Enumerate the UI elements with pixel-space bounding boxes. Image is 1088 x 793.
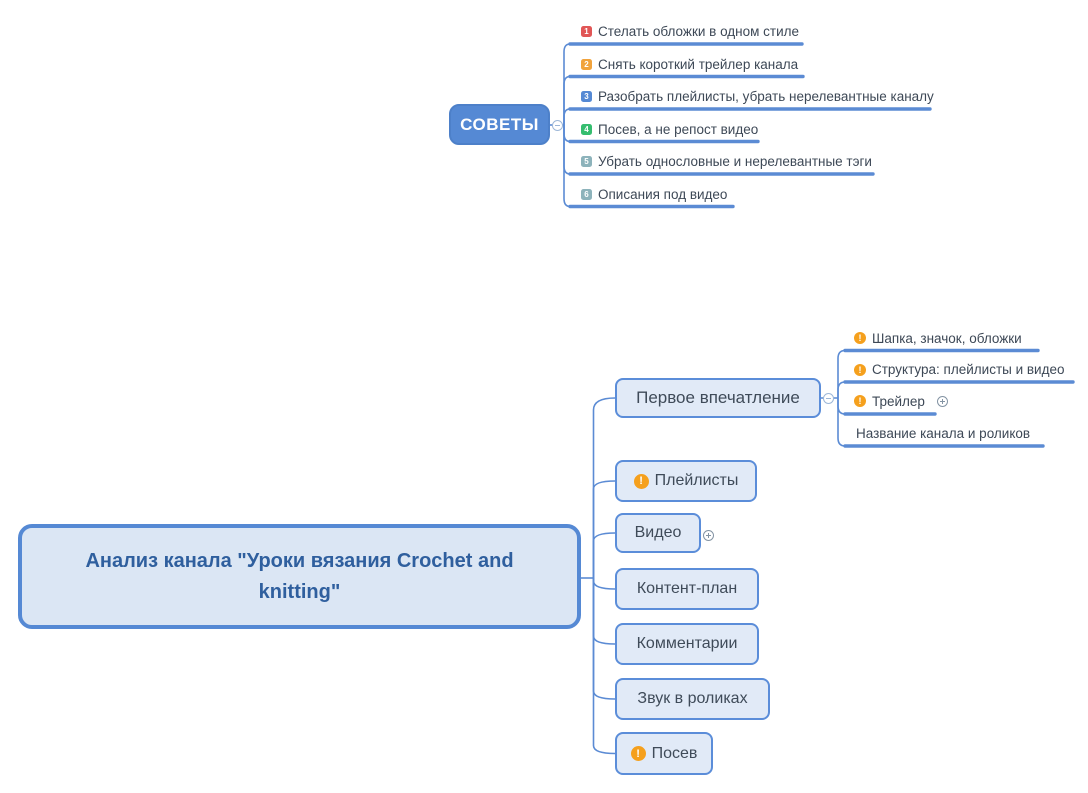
tip-item-4[interactable]: 4 Посев, а не репост видео [581,118,758,140]
branch-label: Первое впечатление [636,388,800,407]
branch-playlists[interactable]: ! Плейлисты [615,460,757,502]
tip-label: Убрать однословные и нерелевантные тэги [598,154,872,169]
tip-label: Разобрать плейлисты, убрать нерелевантны… [598,89,934,104]
first-impression-item-3[interactable]: ! Трейлер [854,390,925,412]
tip-label: Посев, а не репост видео [598,121,759,137]
tip-label: Описания под видео [598,186,728,202]
branch-first-impression[interactable]: Первое впечатление [615,378,821,418]
branch-comments[interactable]: Комментарии [615,623,759,665]
first-impression-item-1[interactable]: ! Шапка, значок, обложки [854,327,1022,349]
collapse-icon[interactable] [552,119,563,131]
subtopic-label: Структура: плейлисты и видео [872,362,1065,377]
first-impression-item-4[interactable]: Название канала и роликов [856,422,1030,444]
warning-icon: ! [633,473,649,489]
topic-sovety[interactable]: СОВЕТЫ [449,104,550,145]
expand-icon[interactable] [703,530,714,541]
branch-connectors [581,397,616,755]
branch-video[interactable]: Видео [615,513,701,553]
tip-item-2[interactable]: 2 Снять короткий трейлер канала [581,53,798,75]
branch-label: Звук в роликах [637,690,748,707]
priority-badge-3: 3 [581,91,592,102]
branch-content-plan[interactable]: Контент-план [615,568,759,610]
warning-icon: ! [854,332,866,344]
subtopic-label: Название канала и роликов [856,425,1031,441]
tip-item-6[interactable]: 6 Описания под видео [581,183,727,205]
warning-icon: ! [630,746,646,761]
priority-badge-1: 1 [581,26,592,37]
central-topic-label: Анализ канала "Уроки вязания Crochet and… [85,549,514,603]
priority-badge-6: 6 [581,188,592,200]
branch-seeding[interactable]: ! Посев [615,732,713,775]
priority-badge-5: 5 [581,156,592,167]
branch-label: Плейлисты [654,472,739,489]
warning-icon: ! [854,363,866,376]
priority-badge-2: 2 [581,58,592,70]
priority-badge-4: 4 [581,123,592,135]
tip-label: Снять короткий трейлер канала [598,56,799,72]
central-topic[interactable]: Анализ канала "Уроки вязания Crochet and… [18,524,581,629]
subtopic-label: Шапка, значок, обложки [872,330,1022,346]
branch-label: Видео [634,524,682,541]
expand-icon[interactable] [937,395,948,407]
tip-item-1[interactable]: 1 Стелать обложки в одном стиле [581,21,799,43]
warning-icon: ! [854,395,866,407]
tip-label: Стелать обложки в одном стиле [598,24,800,39]
collapse-icon[interactable] [823,392,834,404]
topic-sovety-label: СОВЕТЫ [460,114,539,134]
branch-sound[interactable]: Звук в роликах [615,678,770,720]
branch-label: Посев [651,744,698,762]
first-impression-item-2[interactable]: ! Структура: плейлисты и видео [854,359,1065,381]
branch-label: Контент-план [636,580,738,597]
tip-item-5[interactable]: 5 Убрать однословные и нерелевантные тэг… [581,151,872,173]
subtopic-label: Трейлер [872,393,925,409]
tip-item-3[interactable]: 3 Разобрать плейлисты, убрать нерелевант… [581,86,934,108]
branch-label: Комментарии [636,635,738,652]
